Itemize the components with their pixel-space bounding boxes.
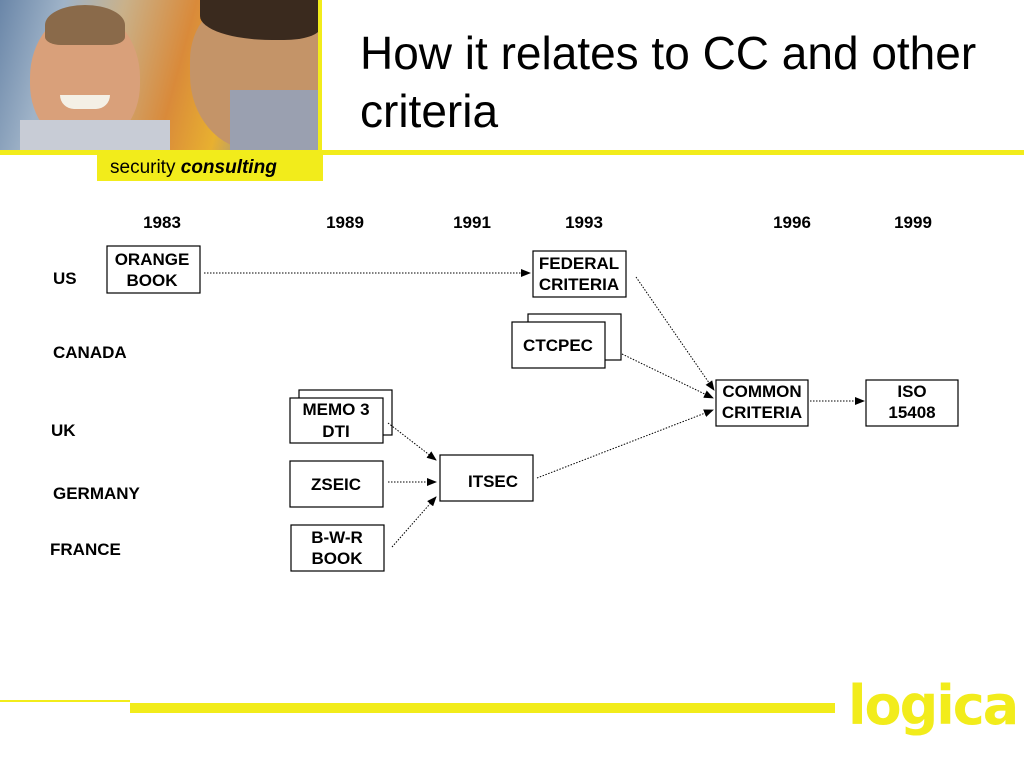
- footer-line-thin: [0, 700, 130, 702]
- box-orange-book: ORANGE BOOK: [106, 245, 201, 294]
- year-label-1983: 1983: [143, 213, 181, 232]
- common-criteria-line1: COMMON: [722, 382, 801, 401]
- arrow-ctcpec-to-common-criteria: [621, 353, 714, 399]
- ctcpec-label: CTCPEC: [523, 336, 593, 355]
- header-photo: [0, 0, 318, 150]
- tagline: security consulting: [97, 155, 323, 181]
- arrow-memo3-to-itsec: [387, 422, 437, 461]
- year-label-1999: 1999: [894, 213, 932, 232]
- orange-book-line2: BOOK: [127, 271, 179, 290]
- itsec-label: ITSEC: [468, 472, 518, 491]
- bwr-book-line1: B-W-R: [311, 528, 363, 547]
- year-label-1993: 1993: [565, 213, 603, 232]
- country-label-germany: GERMANY: [53, 484, 141, 503]
- box-itsec: ITSEC: [439, 454, 534, 502]
- page-title: How it relates to CC and other criteria: [360, 27, 977, 137]
- federal-criteria-line1: FEDERAL: [539, 254, 619, 273]
- country-label-france: FRANCE: [50, 540, 121, 559]
- header-divider-vertical: [318, 0, 322, 152]
- logica-logo: logica: [848, 674, 1019, 737]
- arrow-itsec-to-common-criteria: [536, 409, 714, 479]
- arrow-bwr-to-itsec: [391, 496, 437, 548]
- memo3-dti-line1: MEMO 3: [302, 400, 369, 419]
- arrow-federal-criteria-to-common-criteria: [635, 276, 715, 391]
- box-federal-criteria: FEDERAL CRITERIA: [532, 250, 627, 298]
- federal-criteria-line2: CRITERIA: [539, 275, 619, 294]
- common-criteria-line2: CRITERIA: [722, 403, 802, 422]
- country-label-canada: CANADA: [53, 343, 127, 362]
- box-common-criteria: COMMON CRITERIA: [715, 379, 809, 427]
- country-label-uk: UK: [51, 421, 76, 440]
- box-bwr-book: B-W-R BOOK: [290, 524, 385, 572]
- iso-15408-line2: 15408: [888, 403, 935, 422]
- country-label-us: US: [53, 269, 77, 288]
- header-divider-horizontal: [0, 150, 1024, 155]
- tagline-light: security: [110, 157, 176, 178]
- year-label-1991: 1991: [453, 213, 491, 232]
- iso-15408-line1: ISO: [897, 382, 926, 401]
- year-label-1996: 1996: [773, 213, 811, 232]
- footer-line-thick: [130, 703, 835, 713]
- box-memo3-dti: MEMO 3 DTI: [289, 389, 393, 444]
- bwr-book-line2: BOOK: [312, 549, 364, 568]
- orange-book-line1: ORANGE: [115, 250, 190, 269]
- box-zseic: ZSEIC: [289, 460, 384, 508]
- zseic-label: ZSEIC: [311, 475, 361, 494]
- year-label-1989: 1989: [326, 213, 364, 232]
- box-iso-15408: ISO 15408: [865, 379, 959, 427]
- box-ctcpec: CTCPEC: [511, 313, 622, 369]
- memo3-dti-line2: DTI: [322, 422, 349, 441]
- tagline-bold: consulting: [180, 157, 277, 178]
